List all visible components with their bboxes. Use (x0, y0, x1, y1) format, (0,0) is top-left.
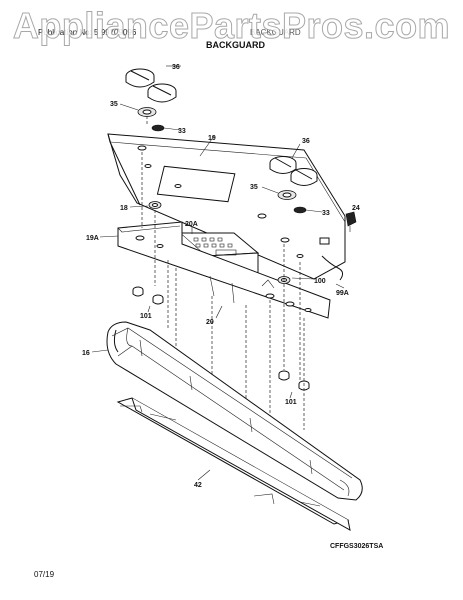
label-42: 42 (194, 482, 202, 489)
label-19a: 19A (86, 235, 99, 242)
label-24: 24 (352, 205, 360, 212)
model-code: CFFGS3026TSA (330, 543, 383, 550)
wire-harness (321, 255, 344, 281)
knob-bezel-left (151, 124, 165, 132)
screw-left-lower (152, 294, 164, 305)
label-36-left: 36 (172, 64, 180, 71)
section-subtitle: BACKGUARD (250, 28, 301, 37)
label-33-right: 33 (322, 210, 330, 217)
label-100: 100 (314, 278, 326, 285)
knob-left-lower (147, 83, 177, 103)
control-bracket (117, 221, 331, 319)
label-99a: 99A (336, 290, 349, 297)
knob-ring-right (277, 190, 297, 200)
knob-right-upper (269, 156, 297, 174)
knob-left-upper (125, 68, 155, 88)
label-33-left: 33 (178, 128, 186, 135)
revision-date: 07/19 (34, 570, 55, 579)
alignment-lines (141, 152, 305, 430)
label-20a: 20A (185, 221, 198, 228)
screw-right-1 (278, 370, 290, 381)
label-36-right: 36 (302, 138, 310, 145)
label-35-left: 35 (110, 101, 118, 108)
trim-strip (116, 397, 351, 531)
backguard-frame (106, 321, 363, 501)
label-16: 16 (82, 350, 90, 357)
clip-part (345, 211, 357, 232)
grommet-left-upper (148, 201, 162, 209)
publication-number: Publication No: 5 99709096 (38, 28, 137, 37)
site-watermark: AppliancePartsPros.com (12, 5, 451, 47)
label-101-right: 101 (285, 399, 297, 406)
knob-right-lower (290, 168, 318, 186)
label-101-left: 101 (140, 313, 152, 320)
label-19: 19 (208, 135, 216, 142)
label-35-right: 35 (250, 184, 258, 191)
screw-left (132, 286, 144, 297)
section-title: BACKGUARD (206, 40, 265, 50)
knob-bezel-right (293, 206, 307, 214)
knob-ring-left (137, 107, 157, 117)
label-18: 18 (120, 205, 128, 212)
label-20: 20 (206, 319, 214, 326)
